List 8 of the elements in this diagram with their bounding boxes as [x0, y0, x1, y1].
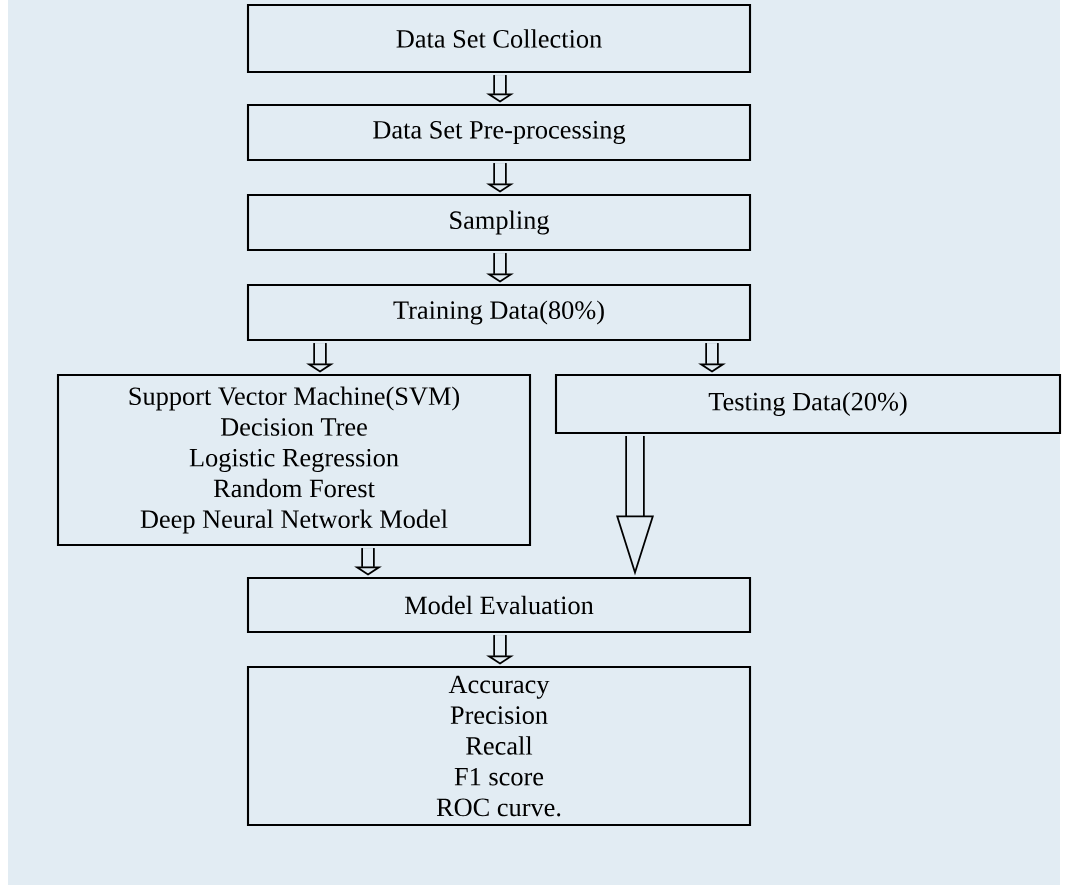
list-box: Support Vector Machine(SVM) Decision Tree Logistic Regression Random Forest Deep Neural Network Model — [56, 373, 532, 547]
process-box: Data Set Pre-processing — [246, 103, 752, 162]
process-box: Testing Data(20%) — [554, 373, 1062, 435]
process-box: Data Set Collection — [246, 3, 752, 74]
process-box: Model Evaluation — [246, 576, 752, 634]
process-box: Sampling — [246, 193, 752, 252]
list-box: Accuracy Precision Recall F1 score ROC curve. — [246, 665, 752, 827]
process-box: Training Data(80%) — [246, 283, 752, 342]
